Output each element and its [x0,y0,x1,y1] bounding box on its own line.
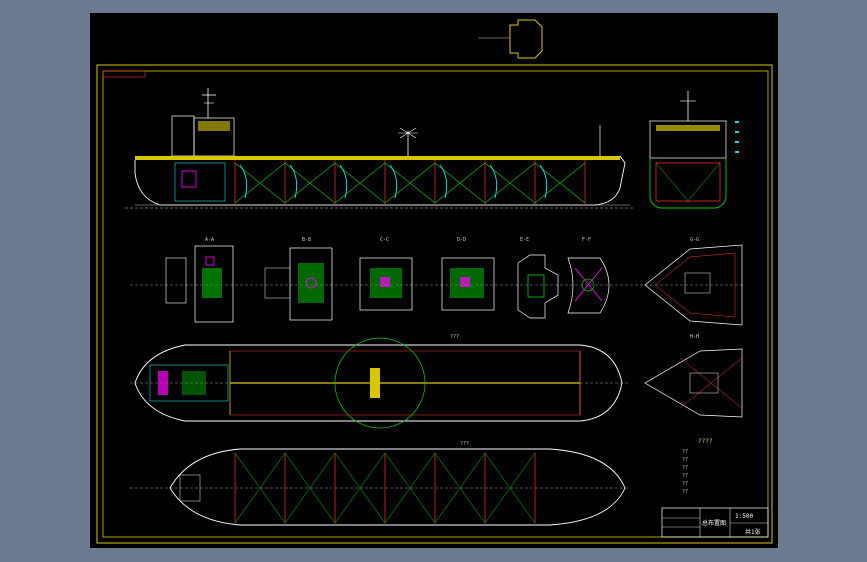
top-tab-symbol [478,19,543,59]
note-5: ?? [682,481,688,487]
title-block: 总布置图 1:500 共1张 [661,507,769,538]
bottom-plan: ??? [130,441,630,526]
view-label-2: B-B [302,237,311,243]
view-label-6: F-F [582,237,591,243]
note-1: ?? [682,449,688,455]
midship-section-view [649,91,739,209]
inner-frame [102,70,769,538]
note-3: ?? [682,465,688,471]
deck-plan-7: G-G [644,237,743,326]
deck-plan-6: F-F [567,237,610,314]
deck-plan-4: D-D [441,237,495,311]
deck-plan-3: C-C [359,237,413,311]
corner-tag [102,70,146,78]
drawing-name: 总布置图 [702,519,726,527]
main-deck-plan: ??? H-H [130,334,743,429]
note-2: ?? [682,457,688,463]
profile-view [125,88,635,209]
view-label-3: C-C [380,237,389,243]
view-label-4: D-D [457,237,466,243]
view-label-5: E-E [520,237,529,243]
view-label-8: H-H [690,334,699,340]
deck-plan-2: B-B [264,237,333,321]
note-4: ?? [682,473,688,479]
note-6: ?? [682,489,688,495]
plan-label-bottom: ??? [460,441,469,447]
plan-label-main: ??? [450,334,459,340]
drawing-scale: 1:500 [735,513,753,520]
notes-title: ???? [698,438,713,445]
notes-block: ???? ?? ?? ?? ?? ?? ?? [682,438,713,495]
cad-viewport[interactable]: A-A B-B C-C D-D E-E [90,13,778,548]
deck-plans-row: A-A B-B C-C D-D E-E [130,237,745,326]
deck-plan-5: E-E [517,237,559,319]
general-arrangement-drawing: A-A B-B C-C D-D E-E [96,19,773,544]
view-label-1: A-A [205,237,214,243]
view-label-7: G-G [690,237,699,243]
sheet-count: 共1张 [745,528,761,536]
outer-frame [96,64,773,544]
deck-plan-1: A-A [165,237,234,323]
